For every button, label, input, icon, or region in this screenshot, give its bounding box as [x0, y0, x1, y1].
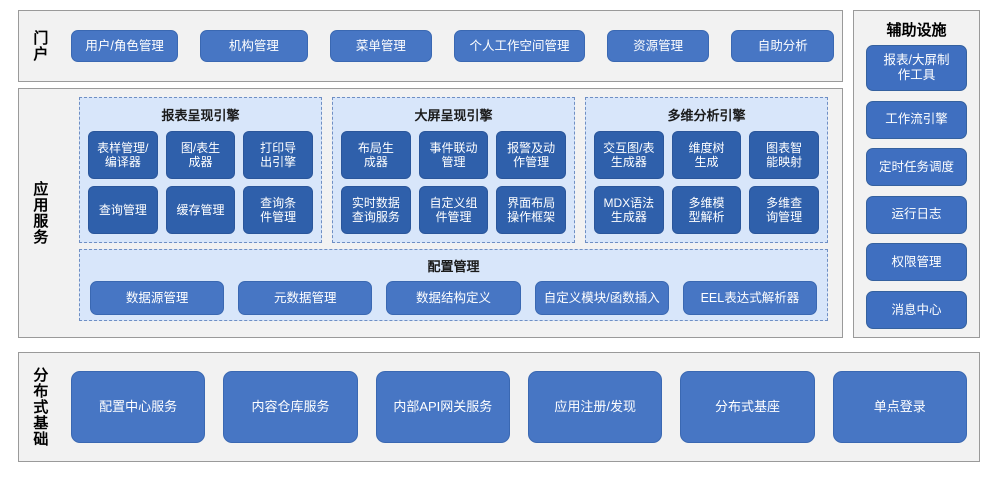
auxiliary-button-2[interactable]: 定时任务调度: [866, 148, 967, 187]
portal-section-label-text: 门户: [31, 30, 49, 62]
application-services-section: 应用服务 报表呈现引擎表样管理/ 编译器图/表生 成器打印导 出引擎查询管理缓存…: [18, 88, 843, 338]
engine-1-button-4[interactable]: 自定义组 件管理: [418, 186, 489, 234]
portal-button-2[interactable]: 菜单管理: [329, 30, 433, 62]
config-button-3[interactable]: 自定义模块/函数插入: [534, 281, 669, 315]
auxiliary-button-1[interactable]: 工作流引擎: [866, 100, 967, 139]
config-button-4[interactable]: EEL表达式解析器: [682, 281, 818, 315]
engine-0-button-5[interactable]: 查询条 件管理: [243, 186, 313, 234]
engine-0-button-1[interactable]: 图/表生 成器: [165, 131, 236, 179]
distributed-base-button-3[interactable]: 应用注册/发现: [527, 371, 663, 443]
auxiliary-section: 辅助设施 报表/大屏制 作工具工作流引擎定时任务调度运行日志权限管理消息中心: [853, 10, 980, 338]
config-management-panel: 配置管理 数据源管理元数据管理数据结构定义自定义模块/函数插入 EEL表达式解析器: [79, 249, 828, 321]
portal-button-row: 用户/角色管理机构管理菜单管理个人工作空间管理资源管理自助分析: [71, 11, 835, 81]
distributed-base-button-0[interactable]: 配置中心服务: [71, 371, 206, 443]
engine-panel-title-2: 多维分析引擎: [667, 108, 746, 123]
engine-0-button-0[interactable]: 表样管理/ 编译器: [88, 131, 158, 179]
engine-panel-grid-0: 表样管理/ 编译器图/表生 成器打印导 出引擎查询管理缓存管理查询条 件管理: [88, 131, 313, 234]
portal-button-1[interactable]: 机构管理: [200, 30, 308, 62]
engine-panel-1: 大屏呈现引擎布局生 成器事件联动 管理报警及动 作管理实时数据 查询服务自定义组…: [332, 97, 575, 243]
distributed-base-button-4[interactable]: 分布式基座: [680, 371, 815, 443]
engine-2-button-1[interactable]: 维度树 生成: [671, 131, 742, 179]
engine-1-button-2[interactable]: 报警及动 作管理: [496, 131, 566, 179]
portal-section-label: 门户: [19, 11, 59, 81]
distributed-base-section: 分布式基础 配置中心服务内容仓库服务内部API网关服务应用注册/发现分布式基座单…: [18, 352, 980, 462]
portal-button-5[interactable]: 自助分析: [731, 30, 835, 62]
engine-panel-2: 多维分析引擎交互图/表 生成器维度树 生成图表智 能映射 MDX语法 生成器多维模…: [585, 97, 828, 243]
portal-button-3[interactable]: 个人工作空间管理: [454, 30, 585, 62]
distributed-base-button-2[interactable]: 内部API网关服务: [375, 371, 510, 443]
engine-panel-title-0: 报表呈现引擎: [161, 108, 240, 123]
auxiliary-button-4[interactable]: 权限管理: [866, 243, 967, 282]
engine-0-button-4[interactable]: 缓存管理: [165, 186, 236, 234]
application-services-section-label: 应用服务: [19, 89, 59, 337]
engine-panel-grid-2: 交互图/表 生成器维度树 生成图表智 能映射 MDX语法 生成器多维模 型解析多维…: [594, 131, 819, 234]
engine-panel-title-1: 大屏呈现引擎: [414, 108, 493, 123]
distributed-base-button-5[interactable]: 单点登录: [832, 371, 967, 443]
auxiliary-button-0[interactable]: 报表/大屏制 作工具: [866, 45, 967, 91]
engine-panel-grid-1: 布局生 成器事件联动 管理报警及动 作管理实时数据 查询服务自定义组 件管理界面…: [341, 131, 566, 234]
engine-panel-0: 报表呈现引擎表样管理/ 编译器图/表生 成器打印导 出引擎查询管理缓存管理查询条…: [79, 97, 322, 243]
engine-1-button-3[interactable]: 实时数据 查询服务: [341, 186, 411, 234]
engine-2-button-0[interactable]: 交互图/表 生成器: [594, 131, 664, 179]
engine-2-button-5[interactable]: 多维查 询管理: [749, 186, 819, 234]
application-services-section-label-text: 应用服务: [31, 181, 49, 245]
distributed-base-button-row: 配置中心服务内容仓库服务内部API网关服务应用注册/发现分布式基座单点登录: [71, 353, 967, 461]
config-button-1[interactable]: 元数据管理: [238, 281, 373, 315]
distributed-base-button-1[interactable]: 内容仓库服务: [223, 371, 358, 443]
distributed-base-section-label: 分布式基础: [19, 353, 59, 461]
distributed-base-section-label-text: 分布式基础: [31, 367, 49, 447]
portal-section: 门户 用户/角色管理机构管理菜单管理个人工作空间管理资源管理自助分析: [18, 10, 843, 82]
engine-2-button-4[interactable]: 多维模 型解析: [671, 186, 742, 234]
application-services-body: 报表呈现引擎表样管理/ 编译器图/表生 成器打印导 出引擎查询管理缓存管理查询条…: [67, 97, 832, 329]
config-button-0[interactable]: 数据源管理: [90, 281, 225, 315]
auxiliary-button-3[interactable]: 运行日志: [866, 195, 967, 234]
engine-0-button-3[interactable]: 查询管理: [88, 186, 158, 234]
config-management-button-row: 数据源管理元数据管理数据结构定义自定义模块/函数插入 EEL表达式解析器: [90, 281, 818, 315]
config-management-title: 配置管理: [427, 259, 480, 274]
engine-1-button-5[interactable]: 界面布局 操作框架: [496, 186, 566, 234]
engine-2-button-2[interactable]: 图表智 能映射: [749, 131, 819, 179]
engine-1-button-0[interactable]: 布局生 成器: [341, 131, 411, 179]
engine-1-button-1[interactable]: 事件联动 管理: [418, 131, 489, 179]
auxiliary-button-5[interactable]: 消息中心: [866, 290, 967, 329]
auxiliary-section-title: 辅助设施: [886, 22, 947, 39]
portal-button-4[interactable]: 资源管理: [606, 30, 710, 62]
portal-button-0[interactable]: 用户/角色管理: [71, 30, 179, 62]
engine-0-button-2[interactable]: 打印导 出引擎: [243, 131, 313, 179]
engine-2-button-3[interactable]: MDX语法 生成器: [594, 186, 664, 234]
auxiliary-button-column: 报表/大屏制 作工具工作流引擎定时任务调度运行日志权限管理消息中心: [866, 45, 967, 329]
engine-panel-row: 报表呈现引擎表样管理/ 编译器图/表生 成器打印导 出引擎查询管理缓存管理查询条…: [79, 97, 828, 243]
config-button-2[interactable]: 数据结构定义: [386, 281, 521, 315]
